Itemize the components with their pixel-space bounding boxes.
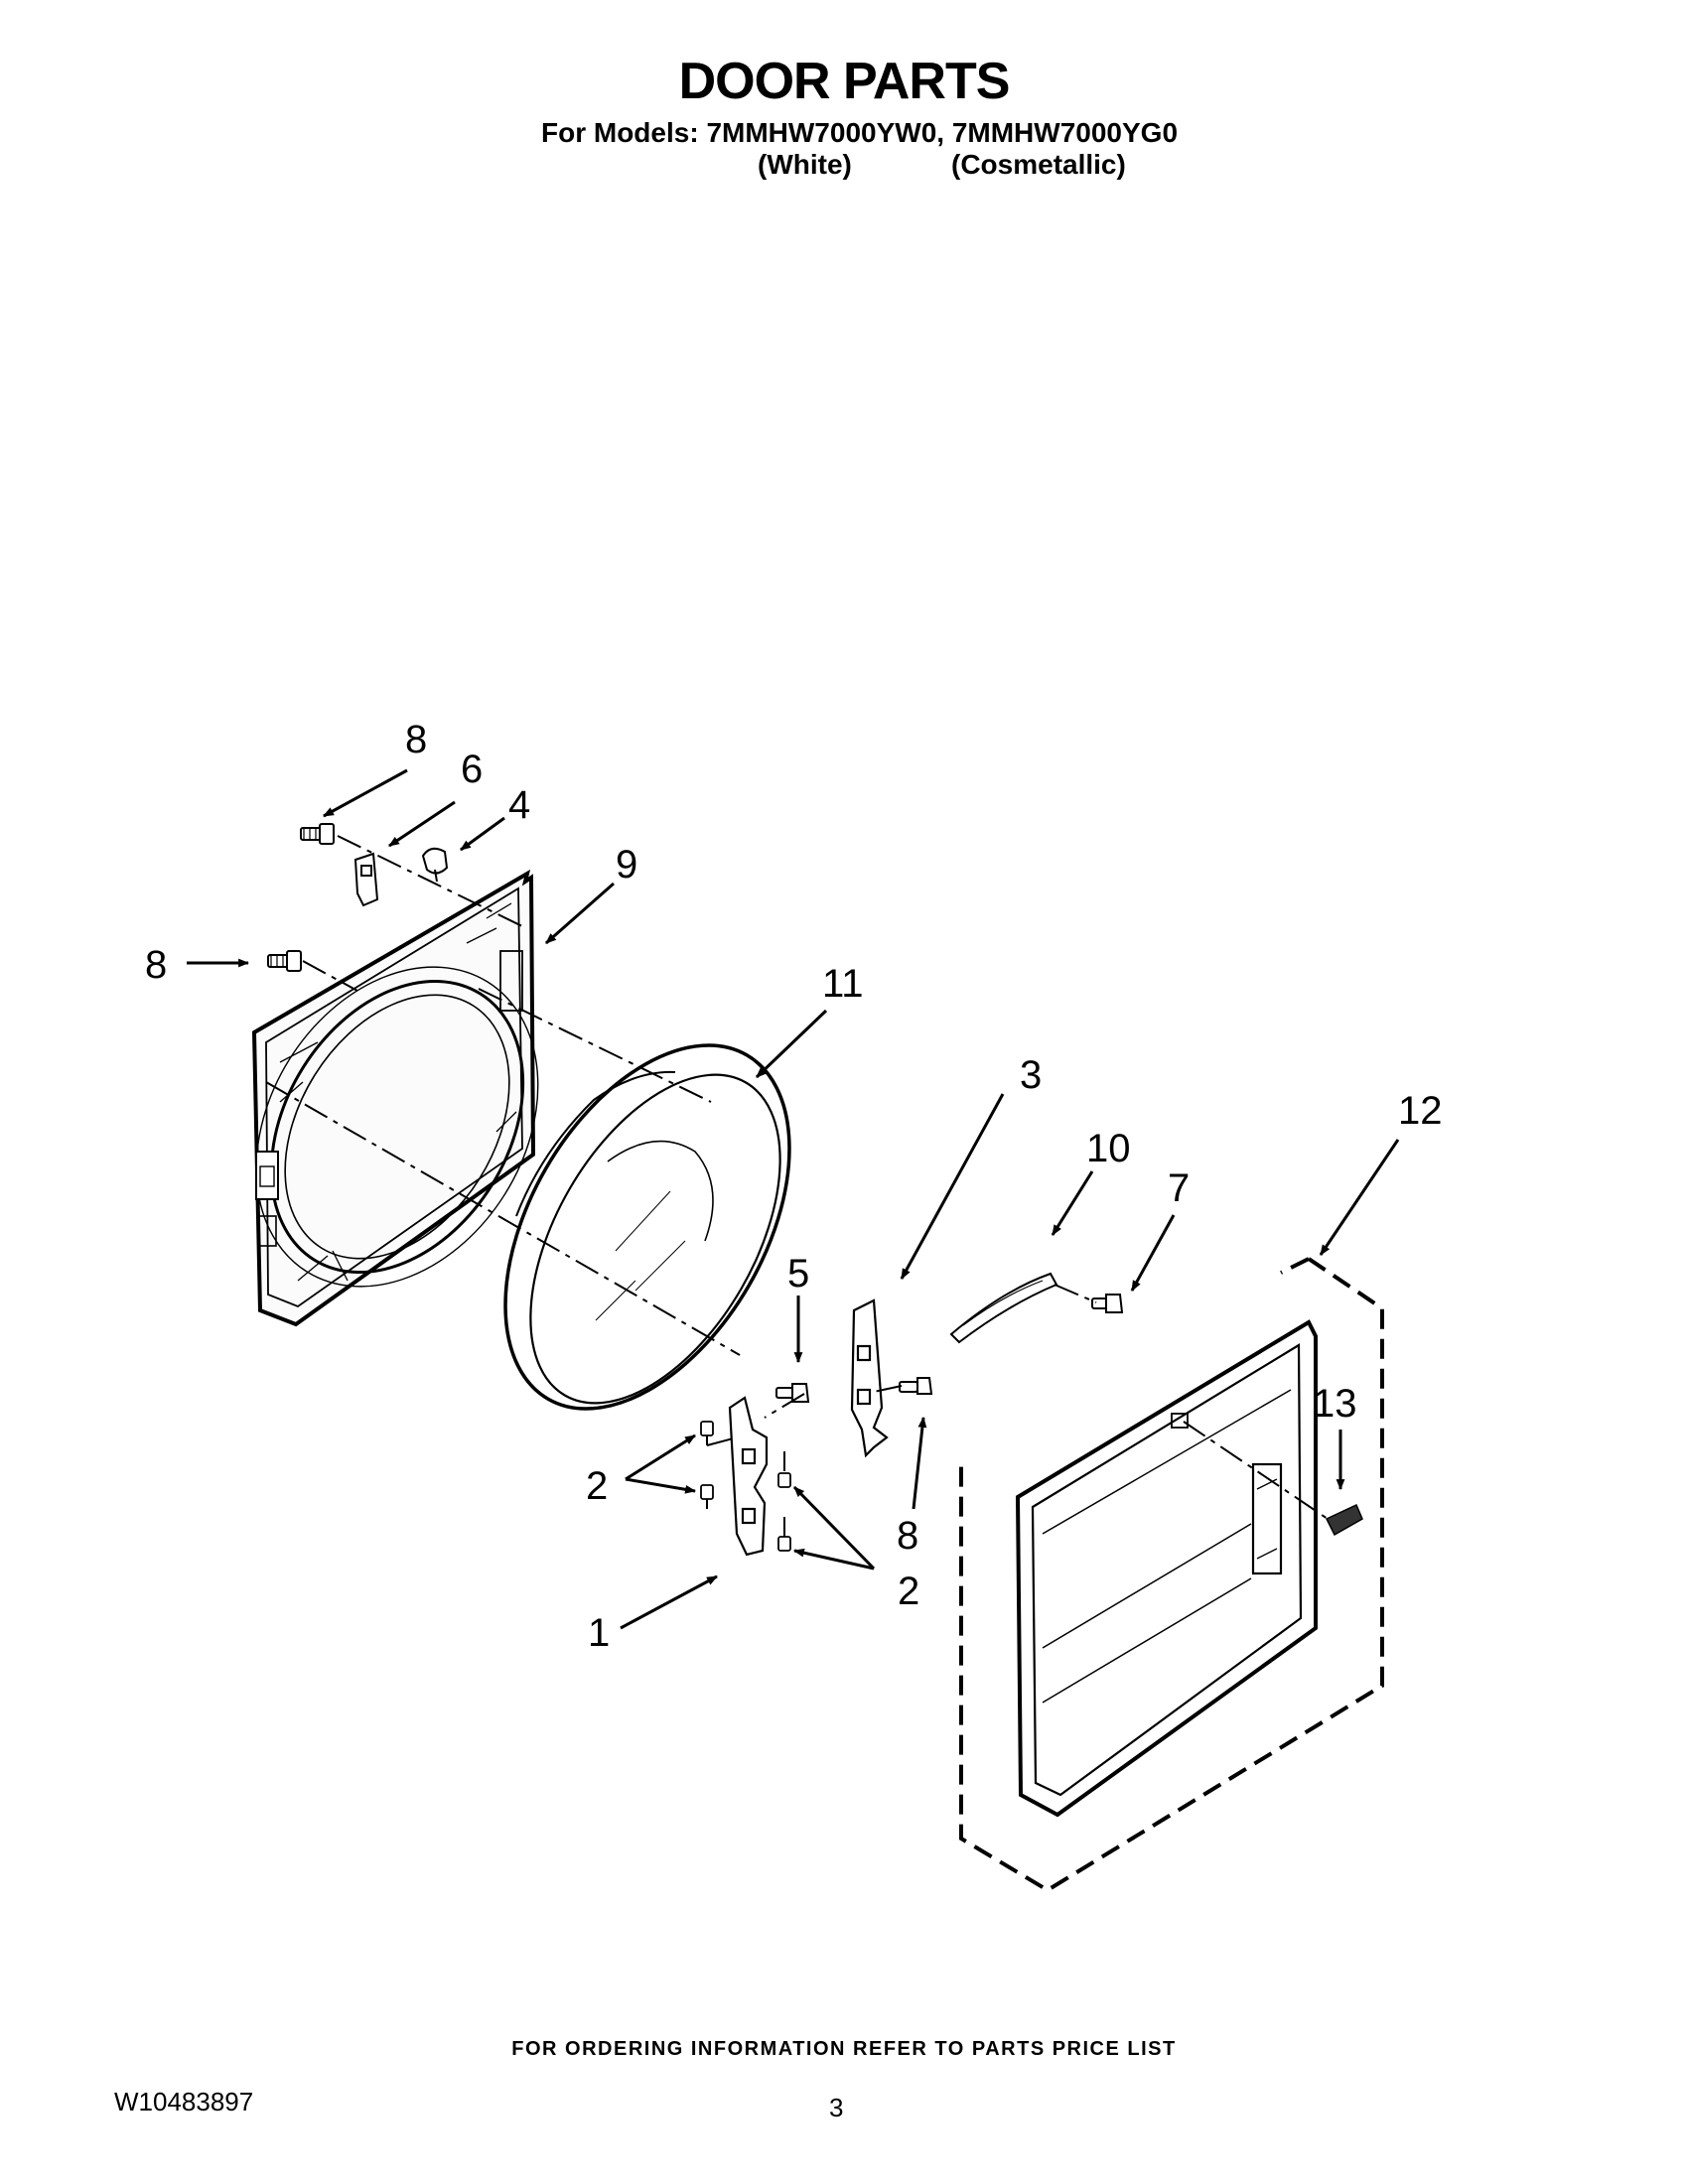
- callout-2-right: 2: [898, 1570, 919, 1613]
- callout-8-left: 8: [145, 943, 167, 987]
- callout-13: 13: [1313, 1382, 1357, 1426]
- door-glass-part-11: [503, 1043, 791, 1411]
- document-number: W10483897: [114, 2087, 254, 2116]
- callout-2-left: 2: [586, 1464, 608, 1508]
- screw-part-8-top: [300, 823, 335, 845]
- callout-1: 1: [588, 1611, 610, 1655]
- strike-part-10: [949, 1272, 1058, 1344]
- callout-12: 12: [1398, 1089, 1443, 1133]
- ordering-info-note: FOR ORDERING INFORMATION REFER TO PARTS …: [511, 2038, 1177, 2060]
- screw-part-8-left: [267, 950, 302, 972]
- callout-arrows: [187, 768, 1400, 1630]
- callout-7: 7: [1168, 1166, 1190, 1210]
- inner-door-frame-part-9: [251, 869, 539, 1327]
- outer-door-assembly-part-12: [959, 1257, 1384, 1893]
- callout-8-top: 8: [405, 718, 427, 761]
- page-number: 3: [829, 2093, 844, 2122]
- clip-part-6: [353, 852, 379, 907]
- latch-part-13: [1325, 1503, 1363, 1537]
- callout-5: 5: [787, 1252, 809, 1296]
- callout-10: 10: [1086, 1127, 1131, 1170]
- callout-11: 11: [822, 962, 864, 1006]
- variant-cosmetallic-label: (Cosmetallic): [951, 149, 1126, 180]
- screw-part-8-hinge: [899, 1377, 933, 1395]
- assembly-guide-lines: [265, 835, 1332, 1537]
- bumper-part-4: [421, 847, 449, 883]
- hinge-part-1: [728, 1396, 769, 1557]
- models-line: For Models: 7MMHW7000YW0, 7MMHW7000YG0: [541, 117, 1179, 148]
- page-title: DOOR PARTS: [678, 53, 1011, 110]
- screw-part-7: [1091, 1294, 1124, 1313]
- callout-9: 9: [616, 843, 637, 887]
- variant-white-label: (White): [758, 149, 852, 180]
- hinge-part-3: [850, 1298, 889, 1458]
- studs-part-2: [700, 1421, 791, 1552]
- callout-4: 4: [508, 783, 530, 827]
- callout-3: 3: [1020, 1053, 1042, 1097]
- callout-8-hinge: 8: [897, 1514, 918, 1558]
- callout-6: 6: [461, 748, 483, 791]
- screw-part-5: [775, 1383, 810, 1403]
